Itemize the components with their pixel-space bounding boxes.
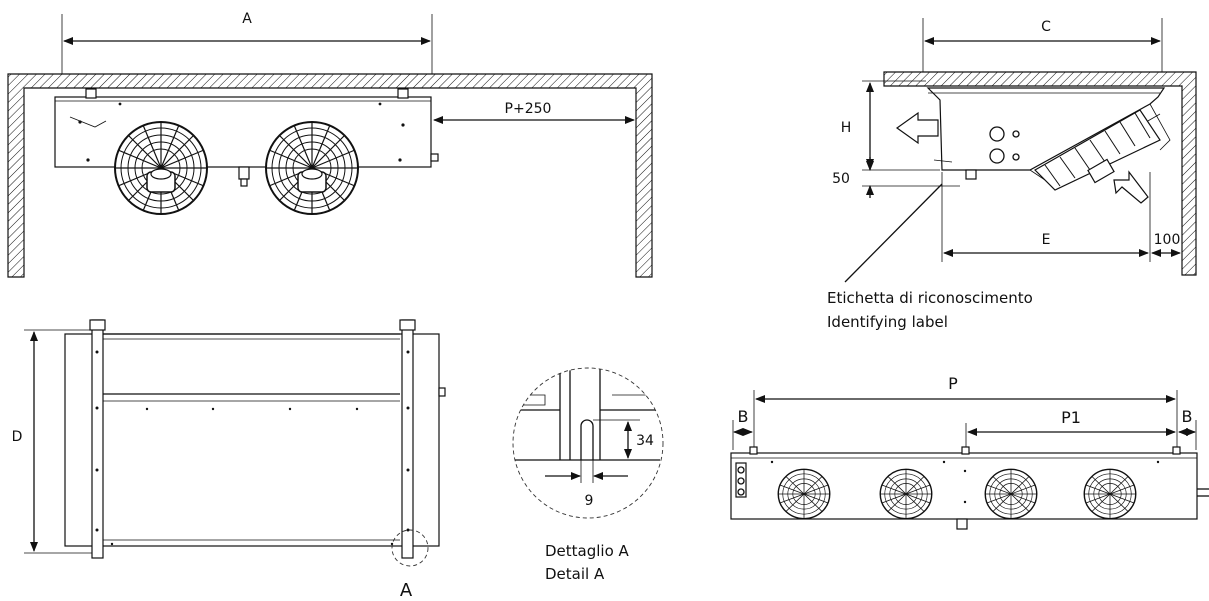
dim-label-p: P bbox=[948, 374, 958, 393]
dim-label-34: 34 bbox=[636, 433, 654, 449]
side-elevation-view: C H bbox=[827, 18, 1197, 331]
fan-1-icon bbox=[777, 468, 831, 520]
dim-label-c: C bbox=[1041, 19, 1051, 35]
fan-right-icon bbox=[265, 121, 359, 215]
front-elevation-view: A P+250 bbox=[7, 11, 653, 278]
label-detail-it: Dettaglio A bbox=[545, 542, 630, 560]
top-plan-view: A D bbox=[12, 319, 446, 601]
dim-label-b-right: B bbox=[1182, 407, 1193, 426]
fan-3-icon bbox=[984, 468, 1038, 520]
detail-marker-a: A bbox=[400, 580, 413, 601]
label-identifying-it: Etichetta di riconoscimento bbox=[827, 289, 1033, 307]
dim-label-a: A bbox=[242, 11, 252, 27]
fan-2-icon bbox=[879, 468, 933, 520]
dim-label-d: D bbox=[12, 429, 23, 445]
dim-label-50: 50 bbox=[832, 171, 850, 187]
dim-label-p-plus-250: P+250 bbox=[505, 101, 552, 117]
four-fan-front-view: P P1 B B bbox=[730, 374, 1209, 530]
air-inlet-arrow-icon bbox=[1113, 170, 1149, 204]
dim-label-9: 9 bbox=[585, 493, 594, 509]
detail-a-view: 34 9 Dettaglio A Detail A bbox=[512, 367, 664, 583]
dim-label-e: E bbox=[1042, 232, 1051, 248]
air-outlet-arrow-icon bbox=[895, 111, 939, 145]
fan-left-icon bbox=[114, 121, 208, 215]
label-identifying-en: Identifying label bbox=[827, 313, 948, 331]
label-detail-en: Detail A bbox=[545, 565, 605, 583]
side-ceiling-wall bbox=[883, 71, 1197, 276]
dim-label-100: 100 bbox=[1154, 232, 1181, 248]
dim-label-p1: P1 bbox=[1061, 408, 1081, 427]
fan-4-icon bbox=[1083, 468, 1137, 520]
dim-label-h: H bbox=[841, 120, 852, 136]
room-ceiling-wall bbox=[7, 73, 653, 278]
dim-label-b-left: B bbox=[738, 407, 749, 426]
